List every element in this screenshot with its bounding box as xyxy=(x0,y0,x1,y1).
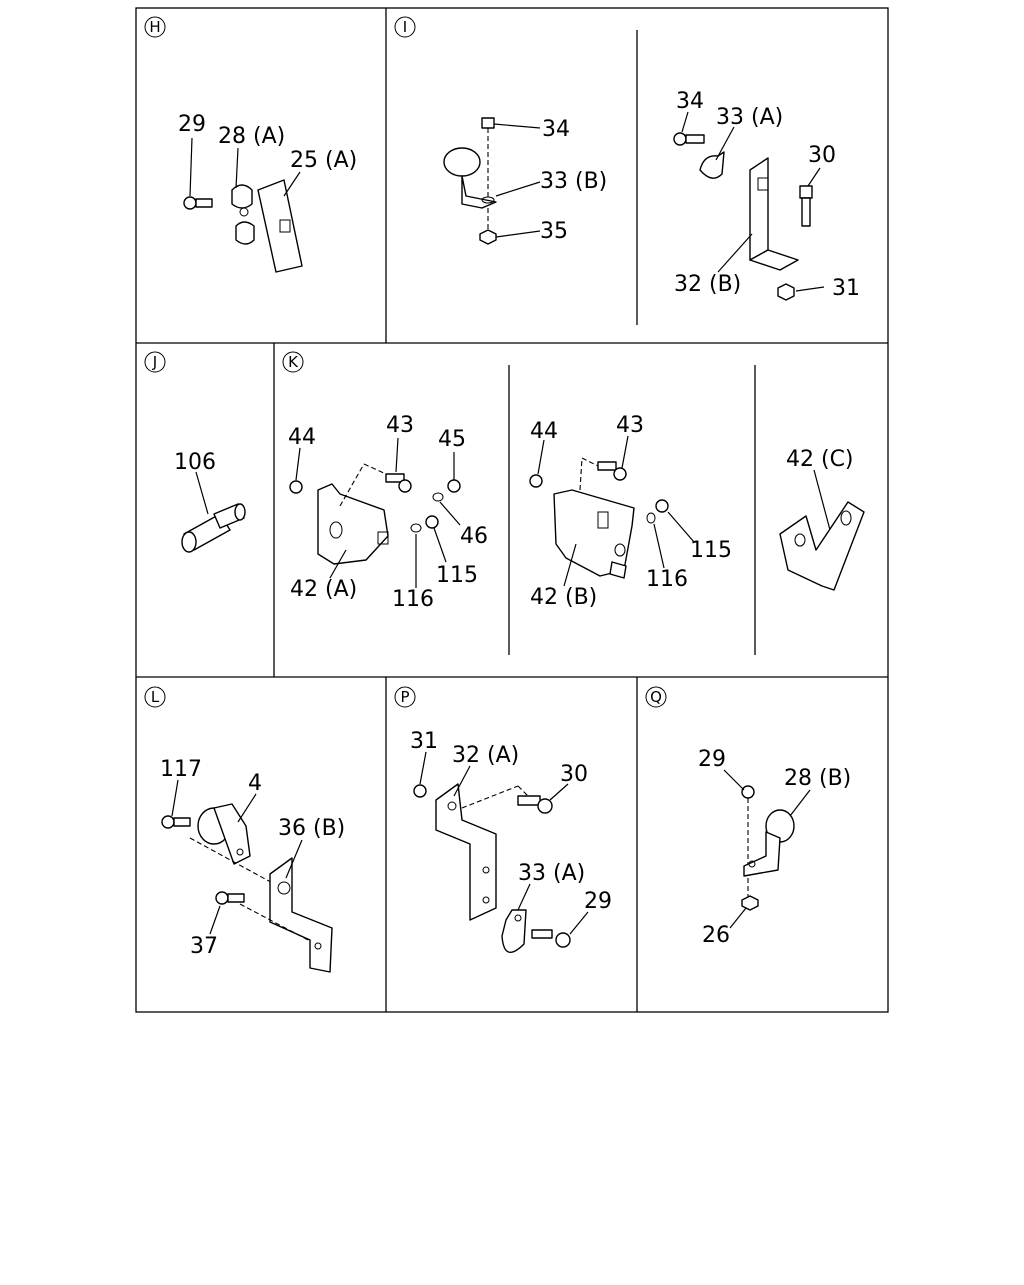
callout-label: 34 xyxy=(676,89,704,114)
panel-letter: K xyxy=(288,353,299,371)
callout-label: 46 xyxy=(460,524,488,549)
callout-label: 30 xyxy=(808,143,836,168)
panel-marker-L: L xyxy=(144,686,166,708)
panel-I-left-drawing xyxy=(443,117,541,245)
callout-label: 29 xyxy=(178,112,206,137)
callout-label: 32 (A) xyxy=(452,743,519,768)
panel-letter: J xyxy=(152,353,157,371)
callout-label: 31 xyxy=(410,729,438,754)
panel-marker-H: H xyxy=(144,16,166,38)
panel-Q-drawing xyxy=(723,769,811,929)
callout-label: 36 (B) xyxy=(278,816,345,841)
callout-label: 42 (C) xyxy=(786,447,854,472)
panel-L-drawing xyxy=(161,779,333,973)
panel-K-C-drawing xyxy=(779,469,865,591)
callout-label: 115 xyxy=(690,538,732,563)
callout-label: 33 (A) xyxy=(518,861,585,886)
callout-label: 32 (B) xyxy=(674,272,741,297)
callout-label: 29 xyxy=(584,889,612,914)
panel-marker-P: P xyxy=(394,686,416,708)
callout-label: 37 xyxy=(190,934,218,959)
panel-marker-K: K xyxy=(282,351,304,373)
panel-K-A-drawing xyxy=(289,437,461,588)
callout-label: 35 xyxy=(540,219,568,244)
callout-label: 42 (A) xyxy=(290,577,357,602)
callout-label: 106 xyxy=(174,450,216,475)
callout-label: 44 xyxy=(530,419,558,444)
callout-label: 28 (A) xyxy=(218,124,285,149)
callout-label: 117 xyxy=(160,757,202,782)
callout-label: 116 xyxy=(392,587,434,612)
panel-J-drawing xyxy=(181,471,246,553)
callout-label: 115 xyxy=(436,563,478,588)
panel-letter: P xyxy=(400,688,409,706)
callout-label: 44 xyxy=(288,425,316,450)
panel-grid xyxy=(135,7,889,1013)
panel-I-right-drawing xyxy=(673,111,825,301)
panel-letter: I xyxy=(403,18,407,36)
callout-label: 116 xyxy=(646,567,688,592)
panel-marker-J: J xyxy=(144,351,166,373)
panel-letter: Q xyxy=(650,688,662,706)
panel-marker-Q: Q xyxy=(645,686,667,708)
callout-label: 33 (B) xyxy=(540,169,607,194)
callout-label: 28 (B) xyxy=(784,766,851,791)
callout-label: 30 xyxy=(560,762,588,787)
callout-label: 26 xyxy=(702,923,730,948)
callout-label: 33 (A) xyxy=(716,105,783,130)
panel-marker-I: I xyxy=(394,16,416,38)
callout-label: 4 xyxy=(248,771,262,796)
panel-K-B-drawing xyxy=(529,435,695,587)
panel-letter: H xyxy=(149,18,160,36)
callout-label: 43 xyxy=(616,413,644,438)
callout-label: 45 xyxy=(438,427,466,452)
panel-letter: L xyxy=(151,688,160,706)
callout-label: 42 (B) xyxy=(530,585,597,610)
callout-label: 43 xyxy=(386,413,414,438)
callout-label: 34 xyxy=(542,117,570,142)
callout-label: 31 xyxy=(832,276,860,301)
panel-P-drawing xyxy=(413,751,589,953)
callout-label: 25 (A) xyxy=(290,148,357,173)
callout-label: 29 xyxy=(698,747,726,772)
panel-H-drawing xyxy=(183,137,303,273)
